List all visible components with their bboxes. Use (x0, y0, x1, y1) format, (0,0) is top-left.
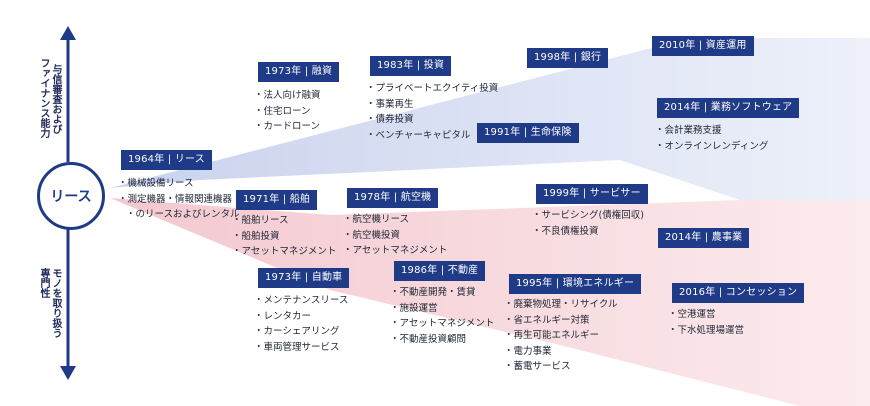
list-item: 測定機器・情報関連機器 (118, 192, 240, 208)
event-label-invest-1983: 1983年 | 投資 (370, 56, 452, 76)
list-item: 施設運営 (390, 301, 494, 317)
arrow-down-icon (60, 366, 76, 380)
list-item: 航空機リース (343, 212, 447, 228)
list-item: 事業再生 (366, 97, 498, 113)
list-item: 機械設備リース (118, 176, 240, 192)
vertical-axis (60, 26, 76, 380)
list-item: 省エネルギー対策 (504, 313, 618, 329)
list-item: 法人向け融資 (254, 88, 321, 104)
list-item: 債券投資 (366, 112, 498, 128)
event-items-lease-1964: 機械設備リース 測定機器・情報関連機器 のリースおよびレンタル (118, 176, 240, 223)
list-item: 住宅ローン (254, 104, 321, 120)
list-item: プライベートエクイティ投資 (366, 81, 499, 97)
list-item: 車両管理サービス (254, 340, 348, 356)
event-items-auto-1973: メンテナンスリース レンタカー カーシェアリング 車両管理サービス (254, 293, 349, 356)
list-item: アセットマネジメント (343, 243, 448, 259)
event-items-concession-2016: 空港運営 下水処理場運営 (668, 307, 745, 339)
event-items-realestate-1986: 不動産開発・賃貸 施設運営 アセットマネジメント 不動産投資顧問 (390, 285, 495, 348)
list-item: 船舶投資 (232, 229, 336, 245)
event-items-aircraft-1978: 航空機リース 航空機投資 アセットマネジメント (343, 212, 448, 259)
list-item: オンラインレンディング (655, 139, 769, 155)
list-item: のリースおよびレンタル (118, 207, 240, 223)
event-label-aircraft-1978: 1978年 | 航空機 (347, 188, 439, 208)
arrow-up-icon (60, 26, 76, 40)
list-item: 船舶リース (232, 213, 336, 229)
list-item: ベンチャーキャピタル (366, 128, 498, 144)
list-item: 空港運営 (668, 307, 744, 323)
list-item: アセットマネジメント (390, 316, 495, 332)
list-item: 不良債権投資 (532, 224, 644, 240)
event-label-lease-1964: 1964年 | リース (121, 150, 212, 170)
axis-bottom-text-2: 専門性 (38, 268, 49, 298)
event-label-life-1991: 1991年 | 生命保険 (477, 123, 579, 143)
axis-top-text-1: 与信審査および (50, 64, 61, 134)
event-label-software-2014: 2014年 | 業務ソフトウェア (657, 98, 800, 118)
event-label-asset-2010: 2010年 | 資産運用 (652, 36, 754, 56)
list-item: 廃棄物処理・リサイクル (504, 297, 618, 313)
axis-top-text-2: ファイナンス能力 (38, 58, 49, 138)
core-lease-label: リース (50, 189, 92, 205)
list-item: アセットマネジメント (232, 244, 337, 260)
event-label-concession-2016: 2016年 | コンセッション (672, 283, 805, 303)
list-item: レンタカー (254, 309, 348, 325)
event-items-energy-1995: 廃棄物処理・リサイクル 省エネルギー対策 再生可能エネルギー 電力事業 蓄電サー… (504, 297, 618, 375)
event-items-finance-1973: 法人向け融資 住宅ローン カードローン (254, 88, 321, 135)
core-lease-circle: リース (37, 162, 105, 230)
list-item: 下水処理場運営 (668, 323, 745, 339)
event-label-realestate-1986: 1986年 | 不動産 (394, 261, 486, 281)
list-item: 航空機投資 (343, 228, 447, 244)
list-item: 電力事業 (504, 344, 618, 360)
event-label-auto-1973: 1973年 | 自動車 (258, 268, 350, 288)
event-label-agri-2014: 2014年 | 農事業 (658, 228, 750, 248)
list-item: カーシェアリング (254, 324, 348, 340)
list-item: カードローン (254, 119, 321, 135)
event-label-finance-1973: 1973年 | 融資 (258, 62, 340, 82)
list-item: 再生可能エネルギー (504, 328, 618, 344)
event-label-servicer-1999: 1999年 | サービサー (536, 184, 648, 204)
event-items-software-2014: 会計業務支援 オンラインレンディング (655, 123, 769, 155)
axis-bottom-text-1: モノを取り扱う (50, 268, 61, 338)
event-label-ship-1971: 1971年 | 船舶 (236, 190, 318, 210)
list-item: 会計業務支援 (655, 123, 768, 139)
event-label-bank-1998: 1998年 | 銀行 (527, 48, 609, 68)
event-items-servicer-1999: サービシング(債権回収) 不良債権投資 (532, 208, 644, 239)
list-item: 蓄電サービス (504, 359, 618, 375)
event-label-energy-1995: 1995年 | 環境エネルギー (509, 274, 642, 294)
list-item: 不動産投資顧問 (390, 332, 494, 348)
event-items-ship-1971: 船舶リース 船舶投資 アセットマネジメント (232, 213, 337, 260)
list-item: 不動産開発・賃貸 (390, 285, 494, 301)
list-item: メンテナンスリース (254, 293, 349, 309)
list-item: サービシング(債権回収) (532, 208, 644, 224)
event-items-invest-1983: プライベートエクイティ投資 事業再生 債券投資 ベンチャーキャピタル (366, 81, 499, 144)
